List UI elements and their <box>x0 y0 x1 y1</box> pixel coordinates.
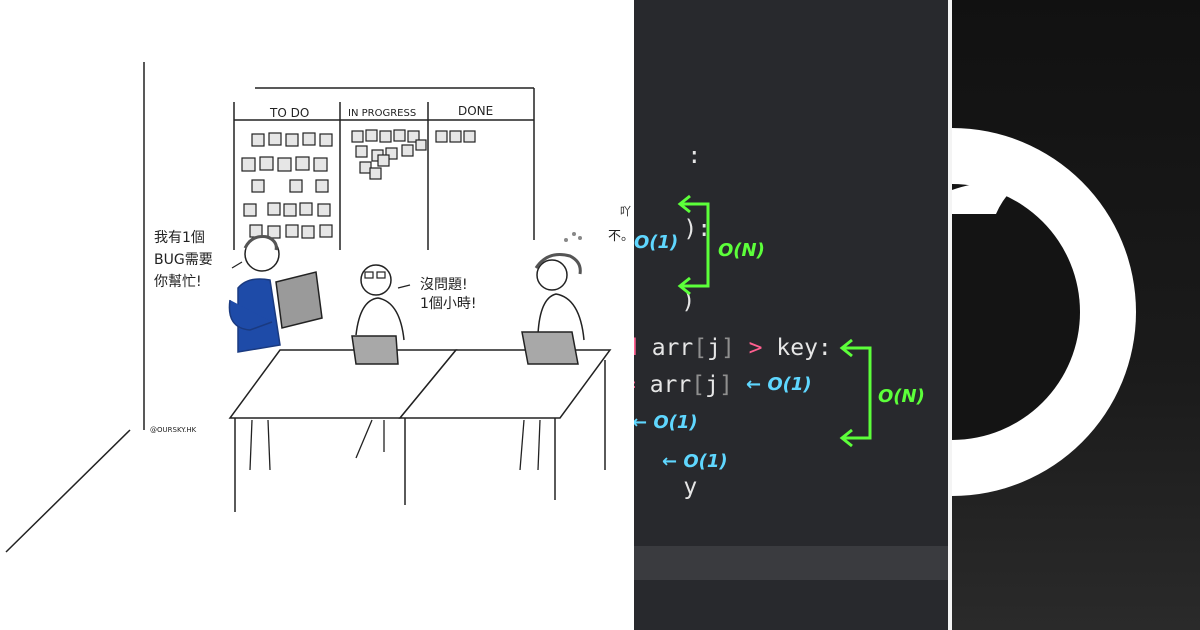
complexity-label: O(1) <box>683 451 728 472</box>
identifier-token: j <box>705 372 719 398</box>
identifier-token: j <box>707 335 721 361</box>
code-line-7: y <box>634 448 697 526</box>
bracket-token: [ <box>693 335 708 361</box>
complexity-label: O(1) <box>767 374 812 395</box>
code-fragment: : <box>687 143 702 169</box>
cartoon-illustration: TO DO IN PROGRESS DONE <box>5 62 634 553</box>
code-fragment: ): <box>683 216 712 242</box>
desks <box>228 349 612 512</box>
operator-token: > <box>734 335 777 361</box>
board-column-todo: TO DO <box>269 106 309 120</box>
operator-token: = <box>634 372 636 398</box>
code-line-5: = arr[j] <box>634 372 733 398</box>
complexity-o1-annotation: ← O(1) <box>634 412 698 433</box>
code-panel: : ): O(1) ) O(N) d arr[j] > key: = arr[j… <box>634 0 950 630</box>
complexity-o1-annotation: ← O(1) <box>662 451 728 472</box>
identifier-token: key: <box>776 335 832 361</box>
developer-figure <box>351 264 405 459</box>
bracket-token: ] <box>718 372 733 398</box>
manager-figure <box>228 235 323 471</box>
bracket-token: ] <box>720 335 735 361</box>
panel-divider <box>948 0 952 630</box>
logo-panel <box>952 0 1200 630</box>
code-line-1: : <box>634 117 701 195</box>
cartoon-panel: TO DO IN PROGRESS DONE <box>5 62 634 553</box>
developer-bubble-line2: 1個小時! <box>420 296 477 312</box>
developer-bubble-line1: 沒問題! <box>420 276 468 293</box>
board-column-in-progress: IN PROGRESS <box>348 108 416 119</box>
code-line-2: ): <box>634 190 711 268</box>
third-person-figure <box>519 232 585 471</box>
loop-bracket-icon <box>677 194 710 296</box>
third-bubble-line1: 吖 <box>620 205 631 218</box>
identifier-token: arr <box>637 335 694 361</box>
code-line-4: d arr[j] > key: <box>634 335 832 361</box>
manager-bubble-line3: 你幫忙! <box>154 274 202 290</box>
oursky-ring-logo-icon <box>952 128 1136 496</box>
bracket-token: [ <box>691 372 706 398</box>
loop-bracket-icon <box>839 338 872 448</box>
keyword-token: d <box>634 335 638 361</box>
third-bubble-line2: 不。 <box>608 229 634 244</box>
complexity-o1-annotation: ← O(1) <box>746 374 812 395</box>
code-fragment: y <box>683 474 698 500</box>
identifier-token: arr <box>635 372 692 398</box>
artist-signature: @OURSKY.HK <box>150 426 197 434</box>
code-line-3: ) <box>634 262 695 340</box>
complexity-on-annotation: O(N) <box>878 386 925 407</box>
manager-bubble-line1: 我有1個 <box>154 230 205 246</box>
complexity-o1-annotation: O(1) <box>634 232 679 253</box>
sticky-notes <box>241 129 476 239</box>
manager-bubble-line2: BUG需要 <box>154 252 213 268</box>
board-column-done: DONE <box>458 104 493 118</box>
complexity-on-annotation: O(N) <box>718 240 765 261</box>
code-fragment: ) <box>681 288 696 314</box>
complexity-label: O(1) <box>653 412 698 433</box>
editor-status-bar <box>634 546 950 580</box>
